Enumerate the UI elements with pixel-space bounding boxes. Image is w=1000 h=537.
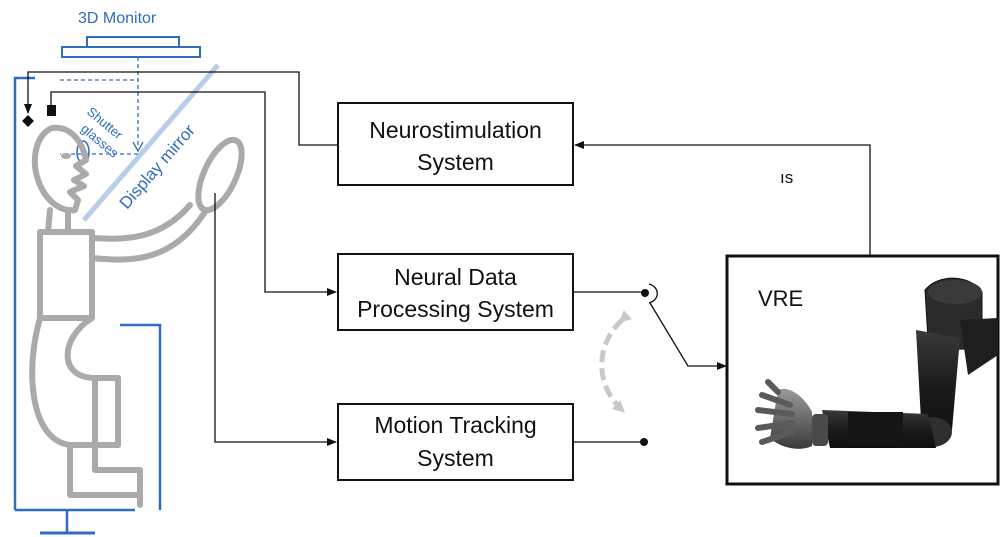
motion-tracking-label-1: Motion Tracking (374, 412, 536, 438)
subject-figure (29, 124, 245, 508)
neural-data-label-1: Neural Data (394, 264, 517, 290)
tracking-connector (214, 193, 337, 446)
virtual-arm-image (755, 277, 998, 449)
feedback-label-fragment: ıs (780, 168, 793, 187)
switch-toggle-arrow (599, 310, 632, 413)
feedback-connector (574, 141, 871, 255)
stimulation-connector (24, 71, 338, 146)
stimulation-electrode-icon (22, 115, 34, 127)
neurostimulation-label-1: Neurostimulation (369, 117, 542, 143)
motion-tracking-box: Motion Tracking System (337, 403, 574, 481)
display-mirror (82, 63, 220, 222)
eye-icon (61, 153, 71, 159)
monitor-label: 3D Monitor (78, 10, 157, 27)
motion-tracking-label-2: System (417, 445, 494, 471)
3d-monitor (61, 36, 201, 58)
neural-data-label-2: Processing System (357, 296, 554, 322)
recording-electrode-icon (47, 105, 56, 116)
connections (24, 71, 871, 446)
switch-contact (648, 283, 658, 304)
switch-node-top (641, 289, 649, 297)
neurostimulation-box: Neurostimulation System (337, 102, 574, 186)
switch-to-vre-connector (649, 302, 727, 370)
neural-data-box: Neural Data Processing System (337, 253, 574, 331)
neurostimulation-label-2: System (417, 149, 494, 175)
light-path-arrowhead (132, 141, 144, 153)
vre-label: VRE (758, 286, 803, 311)
recording-connector (50, 91, 337, 296)
switch-node-bottom (640, 438, 648, 446)
